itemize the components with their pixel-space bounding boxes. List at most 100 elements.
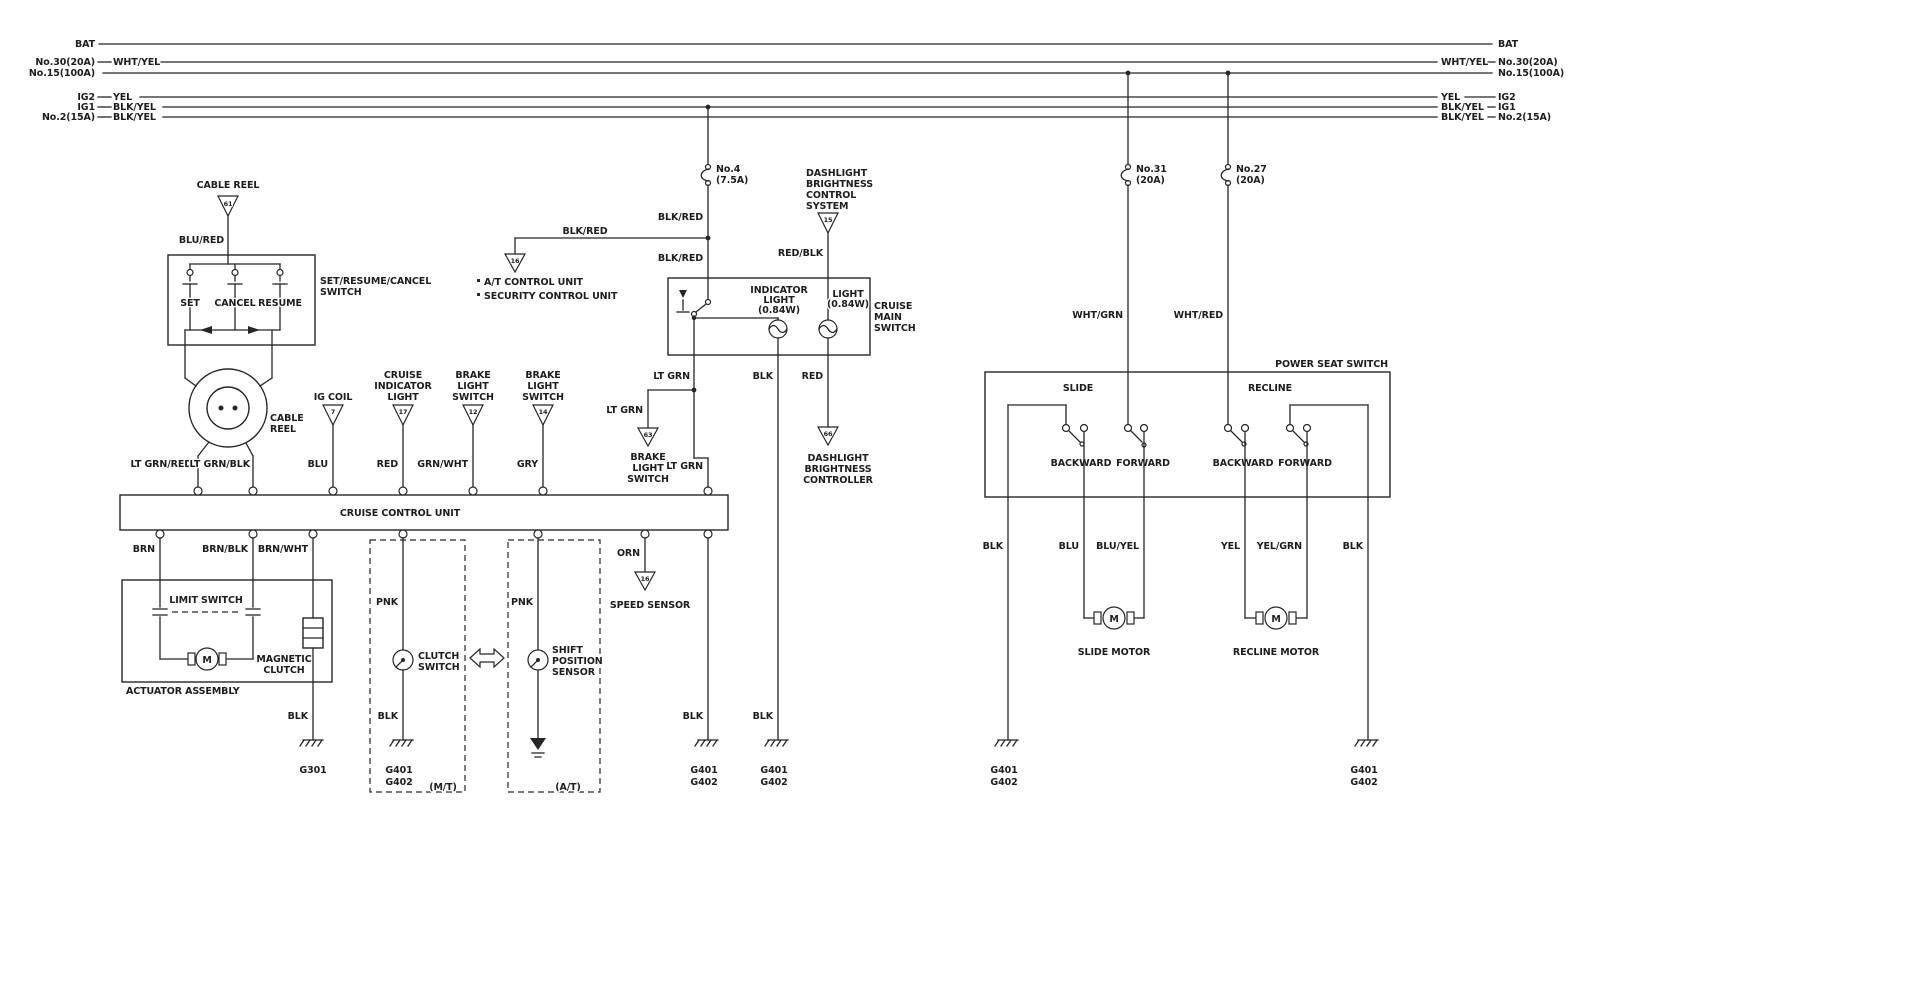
cruise-main-switch: CRUISE MAIN SWITCH INDICATOR LIGHT (0.84… xyxy=(667,277,917,356)
wire-label-brn-wht: BRN/WHT xyxy=(258,544,309,555)
arrow-right-icon xyxy=(248,326,260,334)
at-shift-position-sensor: PNK SHIFT POSITION SENSOR (A/T) xyxy=(507,537,604,794)
ground-g402-label: G402 xyxy=(385,777,412,788)
label-ig1-right: IG1 xyxy=(1498,102,1516,113)
label-yel-right: YEL xyxy=(1440,92,1460,103)
label-no2-right: No.2(15A) xyxy=(1498,112,1551,123)
wire-label-yel-grn: YEL/GRN xyxy=(1256,541,1302,552)
dash-sys-label-3: CONTROL xyxy=(806,190,856,201)
src-switch-label-2: SWITCH xyxy=(320,287,362,298)
actuator-assembly-label: ACTUATOR ASSEMBLY xyxy=(126,686,240,697)
connector-number: 17 xyxy=(399,408,408,416)
set-label: SET xyxy=(180,298,200,309)
motor-brush-icon xyxy=(187,652,196,666)
label-ig2-right: IG2 xyxy=(1498,92,1516,103)
fuse-no4-rating: (7.5A) xyxy=(716,175,748,186)
cruise-main-label-2: MAIN xyxy=(874,312,902,323)
motor-brush-icon xyxy=(1255,611,1264,625)
wire-label-gry: GRY xyxy=(517,459,538,470)
cable-reel: CABLE REEL LT GRN/RED LT GRN/BLK xyxy=(129,368,305,488)
wire-label-blu-red: BLU/RED xyxy=(179,235,224,246)
wire-label-blk: BLK xyxy=(1343,541,1364,552)
seat-grounds: G401 G402 G401 G402 xyxy=(989,739,1379,789)
motor-brush-icon xyxy=(218,652,227,666)
ground-symbol xyxy=(694,739,719,747)
connector-number: 12 xyxy=(469,408,478,416)
wire-label-red-blk: RED/BLK xyxy=(778,248,824,259)
ccu-ground: BLK G401 G402 xyxy=(681,537,719,789)
ig-coil-label: IG COIL xyxy=(314,392,353,403)
ground-g401-label: G401 xyxy=(385,765,412,776)
slide-motor: M SLIDE MOTOR xyxy=(1076,606,1152,659)
clutch-switch-label-2: SWITCH xyxy=(418,662,460,673)
src-switch-label-1: SET/RESUME/CANCEL xyxy=(320,276,431,287)
connector-number: 7 xyxy=(331,408,335,416)
fuse-no27-name: No.27 xyxy=(1236,164,1267,175)
shift-sensor-label-2: POSITION xyxy=(552,656,603,667)
connector-number: 16 xyxy=(511,257,520,265)
ground-g401-label: G401 xyxy=(1350,765,1377,776)
mt-clutch-switch: PNK CLUTCH SWITCH BLK G401 G402 (M/T) xyxy=(369,537,466,794)
cruise-indicator-label-2: INDICATOR xyxy=(374,381,432,392)
ground-symbol xyxy=(299,739,324,747)
brake-switch-mid-label-1: BRAKE xyxy=(630,452,665,463)
ground-g301-label: G301 xyxy=(299,765,326,776)
fuse-no31-name: No.31 xyxy=(1136,164,1167,175)
ground-g402-label: G402 xyxy=(690,777,717,788)
ground-g402-label: G402 xyxy=(1350,777,1377,788)
ccu-label: CRUISE CONTROL UNIT xyxy=(340,508,461,519)
cable-reel-connector-label: CABLE REEL xyxy=(197,180,260,191)
wire-label-pnk: PNK xyxy=(511,597,534,608)
backward-label: BACKWARD xyxy=(1213,458,1274,469)
set-resume-cancel-switch: SET/RESUME/CANCEL SWITCH SET CANCEL RESU… xyxy=(167,254,433,379)
speed-sensor: ORN 16 SPEED SENSOR xyxy=(609,537,692,612)
connector-triangle-icon xyxy=(462,404,484,427)
connector-triangle-icon xyxy=(817,212,839,235)
label-no30-right: No.30(20A) xyxy=(1498,57,1558,68)
ground-symbol xyxy=(764,739,789,747)
ground-g401-label: G401 xyxy=(760,765,787,776)
power-seat-switch: WHT/GRN WHT/RED POWER SEAT SWITCH SLIDE … xyxy=(981,309,1391,741)
label-blkyel-no2-right: BLK/YEL xyxy=(1441,112,1484,123)
ground-g402-label: G402 xyxy=(990,777,1017,788)
bus-labels-right: BAT WHT/YEL No.30(20A) No.15(100A) YEL I… xyxy=(1439,38,1566,125)
recline-motor-icon xyxy=(1264,606,1288,630)
connector-triangle-icon xyxy=(392,404,414,427)
ground-g402-label: G402 xyxy=(760,777,787,788)
mt-tag-label: (M/T) xyxy=(429,782,457,793)
dash-sys-label-2: BRIGHTNESS xyxy=(806,179,873,190)
label-bat-right: BAT xyxy=(1498,39,1519,50)
wire-label-wht-red: WHT/RED xyxy=(1174,310,1224,321)
recline-section-label: RECLINE xyxy=(1248,383,1292,394)
bullet-icon xyxy=(477,279,480,282)
wire-label-blk-red-branch: BLK/RED xyxy=(562,226,607,237)
fuse-no4: No.4 (7.5A) xyxy=(700,106,750,187)
chassis-ground-icon xyxy=(530,738,546,750)
ground-symbol xyxy=(1354,739,1379,747)
wire-label-blk-red: BLK/RED xyxy=(658,253,703,264)
power-seat-switch-label: POWER SEAT SWITCH xyxy=(1275,359,1388,370)
label-blkyel-ig1-left: BLK/YEL xyxy=(113,102,156,113)
light-label-2: (0.84W) xyxy=(827,299,869,310)
indicator-light-label-1: INDICATOR xyxy=(750,285,808,296)
resume-label: RESUME xyxy=(258,298,302,309)
connector-number: 61 xyxy=(224,200,233,208)
brake-switch1-label-2: LIGHT xyxy=(457,381,489,392)
power-bus-lines xyxy=(97,43,1496,118)
connector-triangle-icon xyxy=(322,404,344,427)
wire-label-blu: BLU xyxy=(1059,541,1079,552)
wire-label-red: RED xyxy=(377,459,399,470)
wire-label-wht-grn: WHT/GRN xyxy=(1072,310,1123,321)
ground-symbol xyxy=(994,739,1019,747)
wire-label-blk: BLK xyxy=(378,711,399,722)
label-no15-left: No.15(100A) xyxy=(29,68,95,79)
wire-label-grn-wht: GRN/WHT xyxy=(417,459,468,470)
cruise-control-unit: CRUISE CONTROL UNIT xyxy=(119,486,729,539)
wire-label-blk: BLK xyxy=(288,711,309,722)
connector-triangle-icon xyxy=(636,427,660,448)
wire-label-yel: YEL xyxy=(1220,541,1240,552)
speed-sensor-label: SPEED SENSOR xyxy=(610,600,691,611)
actuator-motor-icon xyxy=(195,647,219,671)
bullet-icon xyxy=(477,293,480,296)
